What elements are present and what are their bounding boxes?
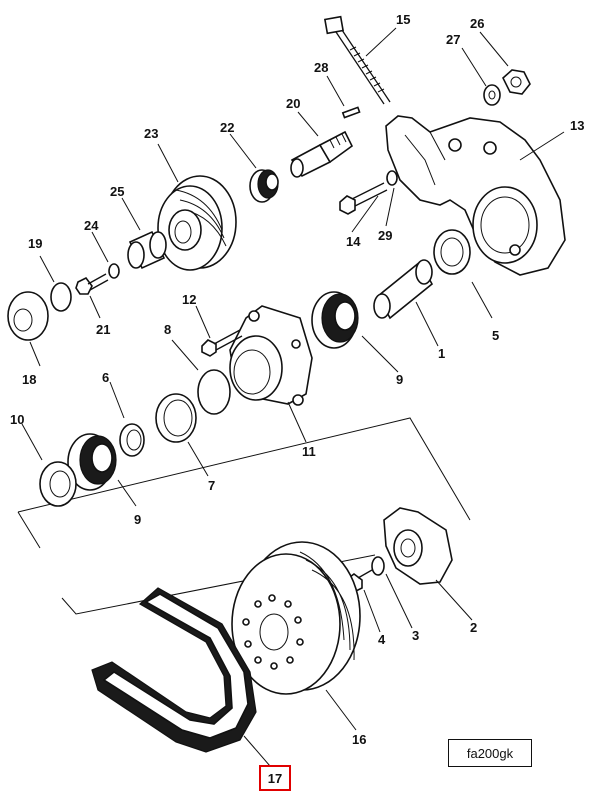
callout-29: 29 xyxy=(378,228,392,243)
callout-16: 16 xyxy=(352,732,366,747)
callout-21: 21 xyxy=(96,322,110,337)
part-9-bearing-lower xyxy=(67,433,117,491)
part-20-stud xyxy=(290,130,354,178)
callout-14: 14 xyxy=(346,234,361,249)
part-8-snap-ring xyxy=(197,369,231,415)
callout-7: 7 xyxy=(208,478,215,493)
callout-20: 20 xyxy=(286,96,300,111)
part-18-dust-cover xyxy=(7,291,49,341)
part-13-mounting-bracket xyxy=(385,115,566,276)
part-6-spacer xyxy=(119,423,145,457)
callout-25: 25 xyxy=(110,184,124,199)
callout-5: 5 xyxy=(492,328,499,343)
part-1-spindle xyxy=(373,259,434,320)
part-2-hub xyxy=(383,507,453,585)
callout-18: 18 xyxy=(22,372,36,387)
leader-lines xyxy=(21,27,565,767)
part-5-seal xyxy=(433,229,471,275)
part-22-bearing xyxy=(249,169,279,203)
part-27-washer xyxy=(483,84,501,106)
callout-labels: 15 26 27 28 20 13 22 23 25 24 19 21 14 2… xyxy=(10,12,584,747)
callout-26: 26 xyxy=(470,16,484,31)
callout-23: 23 xyxy=(144,126,158,141)
part-25-bushing xyxy=(127,230,167,270)
callout-28: 28 xyxy=(314,60,328,75)
part-3-washer xyxy=(371,556,385,576)
callout-6: 6 xyxy=(102,370,109,385)
part-16-pulley xyxy=(231,541,361,695)
part-15-long-bolt xyxy=(323,15,391,105)
callout-19: 19 xyxy=(28,236,42,251)
part-29-washer xyxy=(386,170,398,186)
part-17-drive-belt xyxy=(91,587,257,753)
callout-9-lower: 9 xyxy=(134,512,141,527)
part-28-pin xyxy=(341,106,361,119)
part-24-washer xyxy=(108,263,120,279)
callout-11: 11 xyxy=(302,444,316,459)
part-23-idler-pulley xyxy=(157,175,237,271)
callout-17-highlighted: 17 xyxy=(259,765,291,791)
callout-24: 24 xyxy=(84,218,99,233)
part-12-bolt xyxy=(201,329,243,357)
callout-27: 27 xyxy=(446,32,460,47)
callout-2: 2 xyxy=(470,620,477,635)
part-9-bearing-upper xyxy=(311,291,359,349)
part-26-nut xyxy=(502,69,531,95)
part-21-bolt xyxy=(75,273,109,295)
part-7-spacer-ring xyxy=(155,393,197,443)
part-10-seal xyxy=(39,461,77,507)
callout-12: 12 xyxy=(182,292,196,307)
part-14-bolt xyxy=(339,182,388,215)
callout-1: 1 xyxy=(438,346,445,361)
callout-13: 13 xyxy=(570,118,584,133)
callout-4: 4 xyxy=(378,632,386,647)
callout-10: 10 xyxy=(10,412,24,427)
part-11-bearing-housing xyxy=(229,305,313,406)
callout-22: 22 xyxy=(220,120,234,135)
callout-3: 3 xyxy=(412,628,419,643)
callout-8: 8 xyxy=(164,322,171,337)
callout-15: 15 xyxy=(396,12,410,27)
figure-code-label: fa200gk xyxy=(448,739,532,767)
callout-9-upper: 9 xyxy=(396,372,403,387)
part-19-snap-ring xyxy=(50,282,72,312)
